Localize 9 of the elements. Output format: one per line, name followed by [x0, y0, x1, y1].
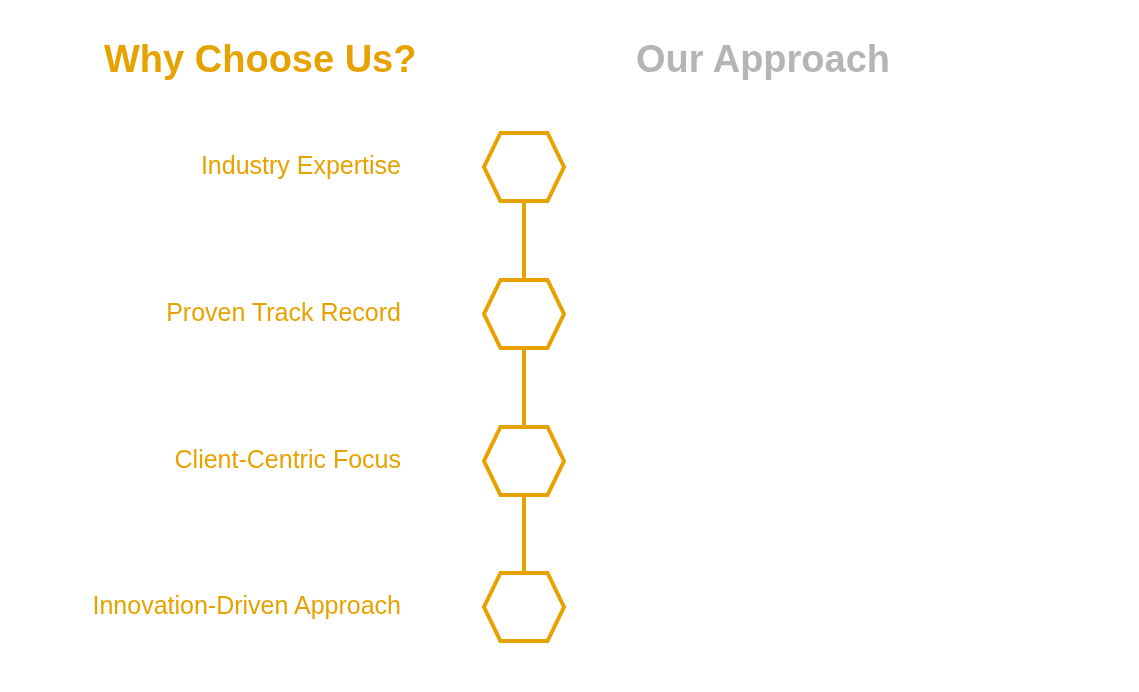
- connector-line: [522, 497, 526, 571]
- connector-line: [522, 203, 526, 278]
- heading: Our Approach: [636, 38, 891, 81]
- connector-line: [522, 350, 526, 425]
- item-label: Innovation-Driven Approach: [92, 591, 401, 620]
- item-label: Proven Track Record: [166, 298, 401, 327]
- item-label: Industry Expertise: [200, 151, 401, 180]
- item-label: Client-Centric Focus: [174, 445, 401, 474]
- heading: Why Choose Us?: [104, 38, 417, 81]
